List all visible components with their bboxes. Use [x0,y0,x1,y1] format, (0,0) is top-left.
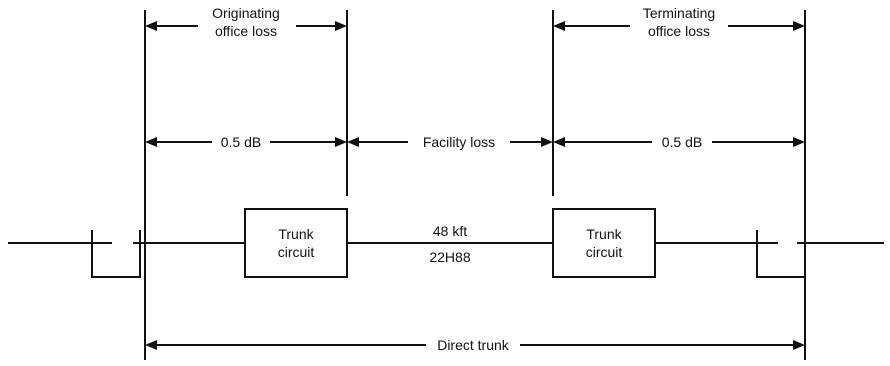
originating-db-dimension: 0.5 dB [145,134,347,150]
trunk-circuit-right-line1: Trunk [586,226,622,242]
direct-trunk-dimension: Direct trunk [145,337,805,353]
trunk-circuit-left-line1: Trunk [278,226,314,242]
facility-loss-dimension: Facility loss [347,134,553,150]
originating-loss-label-line1: Originating [212,5,280,21]
terminating-office-loss-dimension: Terminating office loss [553,5,805,39]
facility-loss-label: Facility loss [423,134,495,150]
terminating-db-dimension: 0.5 dB [553,134,805,150]
originating-office-loss-dimension: Originating office loss [145,5,347,39]
originating-loss-label-line2: office loss [215,23,277,39]
terminating-loss-label-line2: office loss [648,23,710,39]
transmission-line [8,230,884,278]
terminating-loss-label-line1: Terminating [643,5,715,21]
cable-gauge-label: 22H88 [429,249,470,265]
trunk-circuit-left-line2: circuit [278,244,315,260]
terminating-db-label: 0.5 dB [662,134,702,150]
trunk-circuit-right: Trunk circuit [552,208,656,278]
trunk-circuit-left: Trunk circuit [244,208,348,278]
cable-length-label: 48 kft [433,223,467,239]
direct-trunk-label: Direct trunk [437,337,510,353]
originating-db-label: 0.5 dB [221,134,261,150]
trunk-circuit-right-line2: circuit [586,244,623,260]
